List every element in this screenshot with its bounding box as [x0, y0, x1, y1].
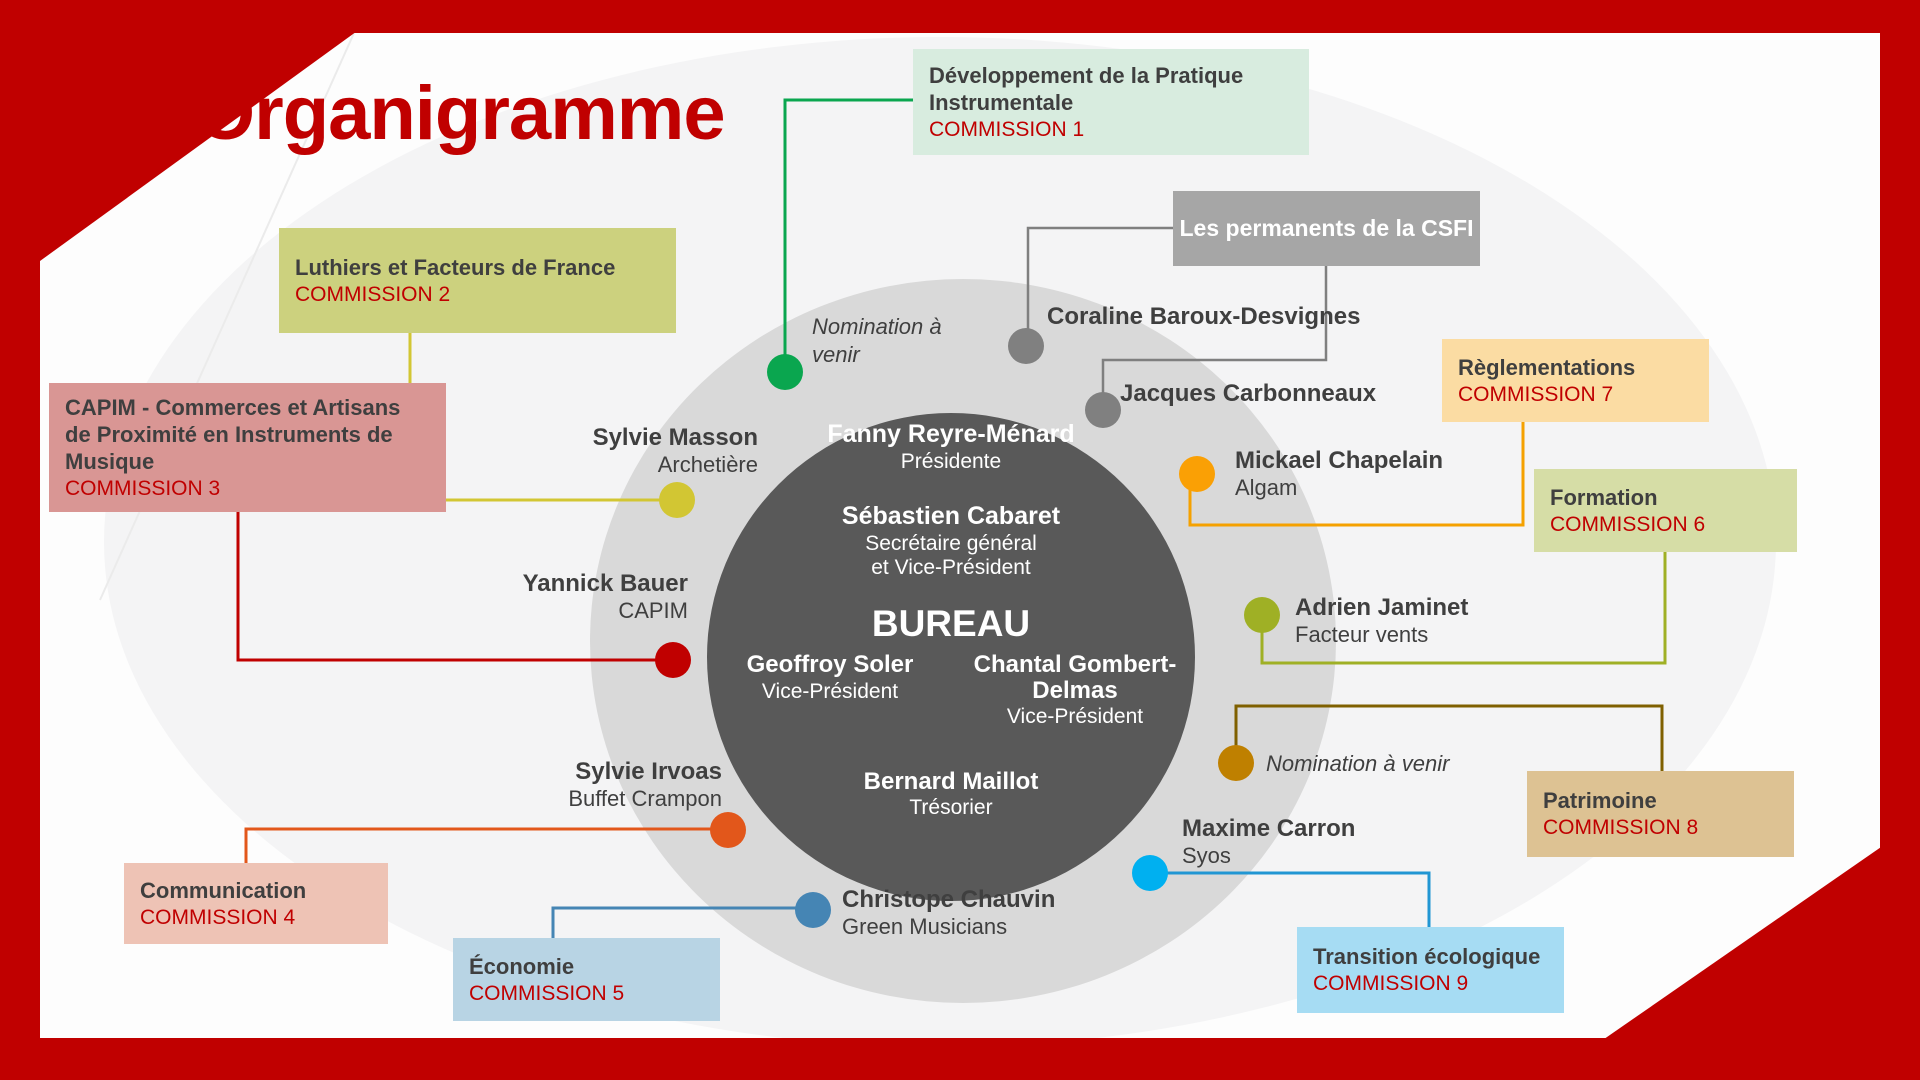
member-org: Archetière [657, 452, 758, 477]
commission-title: Économie [469, 953, 575, 979]
connector-staff-coraline [1026, 226, 1173, 346]
member-name: Yannick Bauer [522, 570, 688, 597]
member-org: CAPIM [618, 598, 688, 623]
commission-title: Développement de la Pratique Instrumenta… [929, 62, 1244, 115]
commission-box-8: Patrimoine COMMISSION 8 [1527, 771, 1794, 857]
member-name: Maxime Carron [1182, 815, 1356, 842]
commission-label: COMMISSION 7 [1458, 382, 1614, 406]
member-dot-sylvie-masson [659, 482, 695, 518]
member-label-maxime-carron: Maxime Carron Syos [1182, 815, 1355, 869]
member-label-yannick-bauer: Yannick Bauer CAPIM [523, 570, 688, 624]
connector-commission-6 [1260, 552, 1667, 665]
connector-commission-3 [236, 512, 673, 662]
frame-corner-bottom-right [1545, 820, 1920, 1080]
bureau-secretary-name: Sébastien Cabaret [841, 502, 1061, 530]
bureau-treasurer-name: Bernard Maillot [863, 768, 1039, 795]
commission-label: COMMISSION 5 [469, 981, 625, 1005]
member-dot-coraline-baroux [1008, 328, 1044, 364]
connector-commission-9 [1150, 871, 1431, 927]
member-dot-yannick-bauer [655, 642, 691, 678]
member-dot-jacques-carbonneaux [1085, 392, 1121, 428]
member-dot-mickael-chapelain [1179, 456, 1215, 492]
commission-box-3: CAPIM - Commerces et Artisans de Proximi… [49, 383, 446, 512]
commission-title: CAPIM - Commerces et Artisans de Proximi… [65, 394, 401, 474]
member-name: Sylvie Irvoas [575, 758, 722, 785]
commission-label: COMMISSION 2 [295, 282, 451, 306]
commission-box-2: Luthiers et Facteurs de France COMMISSIO… [279, 228, 676, 333]
member-org: Facteur vents [1295, 622, 1429, 647]
connector-commission-8 [1234, 704, 1664, 771]
commission-box-1: Développement de la Pratique Instrumenta… [913, 49, 1309, 155]
commission-label: COMMISSION 6 [1550, 512, 1706, 536]
commission-box-9: Transition écologique COMMISSION 9 [1297, 927, 1564, 1013]
member-org: Algam [1235, 475, 1298, 500]
commission-title: Communication [140, 877, 307, 903]
pending-label-text: Nomination à venir [1266, 751, 1450, 776]
commission-box-7: Règlementations COMMISSION 7 [1442, 339, 1709, 422]
bureau-heading: BUREAU [871, 603, 1031, 644]
bureau-vp-left-role: Vice-Président [761, 680, 899, 703]
bureau-vp-right-name-line1: Chantal Gombert- [973, 651, 1177, 678]
member-name: Christope Chauvin [842, 886, 1056, 913]
connector-commission-5 [551, 906, 813, 938]
bureau-circle [707, 413, 1195, 901]
bureau-secretary-role-line1: Secrétaire général [865, 532, 1037, 555]
member-name: Sylvie Masson [592, 424, 758, 451]
bureau-vp-left-name: Geoffroy Soler [746, 651, 914, 678]
pending-label-line1: Nomination à [812, 314, 942, 339]
commission-title: Formation [1550, 484, 1658, 510]
member-name: Adrien Jaminet [1295, 594, 1469, 621]
member-name: Coraline Baroux-Desvignes [1047, 303, 1361, 330]
bureau-vp-right-name-line2: Delmas [1032, 677, 1118, 704]
member-name: Jacques Carbonneaux [1120, 380, 1377, 407]
member-dot-adrien-jaminet [1244, 597, 1280, 633]
member-org: Green Musicians [842, 914, 1008, 939]
member-dot-christope-chauvin [795, 892, 831, 928]
commission-box-4: Communication COMMISSION 4 [124, 863, 388, 944]
commission-label: COMMISSION 4 [140, 905, 296, 929]
member-label-adrien-jaminet: Adrien Jaminet Facteur vents [1295, 594, 1468, 648]
commission-box-5: Économie COMMISSION 5 [453, 938, 720, 1021]
bureau-secretary-role-line2: et Vice-Président [871, 556, 1031, 579]
commission-label: COMMISSION 9 [1313, 972, 1469, 995]
member-label-sylvie-masson: Sylvie Masson Archetière [593, 424, 758, 478]
member-dot-sylvie-irvoas [710, 812, 746, 848]
pending-label-left: Nomination à venir [812, 313, 942, 369]
pending-label-line2: venir [812, 342, 860, 367]
page-title: Organigramme [196, 71, 726, 156]
member-name: Mickael Chapelain [1235, 447, 1444, 474]
commission-box-6: Formation COMMISSION 6 [1534, 469, 1797, 552]
pending-label-right: Nomination à venir [1266, 750, 1449, 778]
connector-staff-jacques [1101, 262, 1328, 410]
commission-label: COMMISSION 8 [1543, 816, 1699, 839]
member-label-sylvie-irvoas: Sylvie Irvoas Buffet Crampon [568, 758, 722, 812]
commission-title: Patrimoine [1543, 788, 1657, 813]
bureau-treasurer-role: Trésorier [909, 796, 993, 819]
pending-dot-right [1218, 745, 1254, 781]
bureau-vp-right-role: Vice-Président [1006, 705, 1144, 728]
commission-title: Règlementations [1458, 354, 1636, 380]
commission-label: COMMISSION 3 [65, 476, 221, 500]
connector-commission-7 [1188, 422, 1525, 527]
pending-dot-left [767, 354, 803, 390]
commission-title: Luthiers et Facteurs de France [295, 254, 616, 280]
frame-corner-top-left [0, 0, 400, 290]
bureau-president-name: Fanny Reyre-Ménard [827, 420, 1075, 448]
member-label-mickael-chapelain: Mickael Chapelain Algam [1235, 447, 1443, 501]
connector-commission-4 [244, 827, 728, 863]
member-label-coraline-baroux: Coraline Baroux-Desvignes [1047, 303, 1360, 330]
staff-box-label: Les permanents de la CSFI [1179, 215, 1474, 241]
member-label-jacques-carbonneaux: Jacques Carbonneaux [1120, 380, 1376, 407]
staff-box: Les permanents de la CSFI [1173, 191, 1480, 266]
member-label-christope-chauvin: Christope Chauvin Green Musicians [842, 886, 1055, 940]
member-org: Buffet Crampon [568, 786, 722, 811]
member-org: Syos [1182, 843, 1231, 868]
connector-commission-1 [783, 98, 913, 372]
member-dot-maxime-carron [1132, 855, 1168, 891]
commission-label: COMMISSION 1 [929, 117, 1085, 141]
commission-title: Transition écologique [1313, 944, 1541, 969]
bureau-president-role: Présidente [900, 450, 1002, 473]
